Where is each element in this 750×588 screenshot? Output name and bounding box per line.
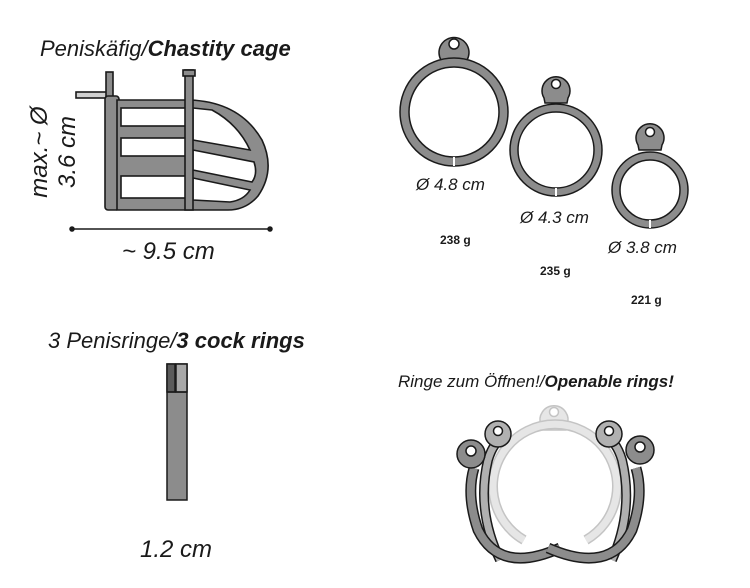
ring-large	[399, 36, 509, 167]
ring-medium-weight: 235 g	[540, 264, 571, 278]
cock-rings-title: 3 Penisringe/3 cock rings	[48, 328, 305, 354]
cage-title-de: Peniskäfig/	[40, 36, 148, 61]
cock-rings-title-en: 3 cock rings	[176, 328, 305, 353]
ring-small-diameter: Ø 3.8 cm	[608, 238, 677, 257]
openable-title-en: Openable rings!	[544, 372, 674, 391]
openable-title: Ringe zum Öffnen!/Openable rings!	[398, 372, 674, 392]
cage-length-label: ~ 9.5 cm	[122, 238, 215, 265]
cock-rings-title-de: 3 Penisringe/	[48, 328, 177, 353]
ring-large-diameter: Ø 4.8 cm	[416, 175, 485, 194]
ring-large-weight: 238 g	[440, 233, 471, 247]
cock-ring-width-label: 1.2 cm	[140, 536, 213, 563]
chastity-cage-drawing	[75, 69, 269, 211]
cage-title-en: Chastity cage	[147, 36, 291, 61]
ring-small	[611, 123, 689, 229]
cage-length-dimension-line	[69, 226, 273, 232]
cage-title: Peniskäfig/Chastity cage	[40, 36, 291, 62]
openable-title-de: Ringe zum Öffnen!/	[398, 372, 545, 391]
ring-small-weight: 221 g	[631, 293, 662, 307]
cock-ring-profile	[166, 363, 188, 501]
ring-medium-diameter: Ø 4.3 cm	[520, 208, 589, 227]
ring-medium	[509, 76, 603, 197]
openable-rings-drawing	[456, 405, 655, 564]
